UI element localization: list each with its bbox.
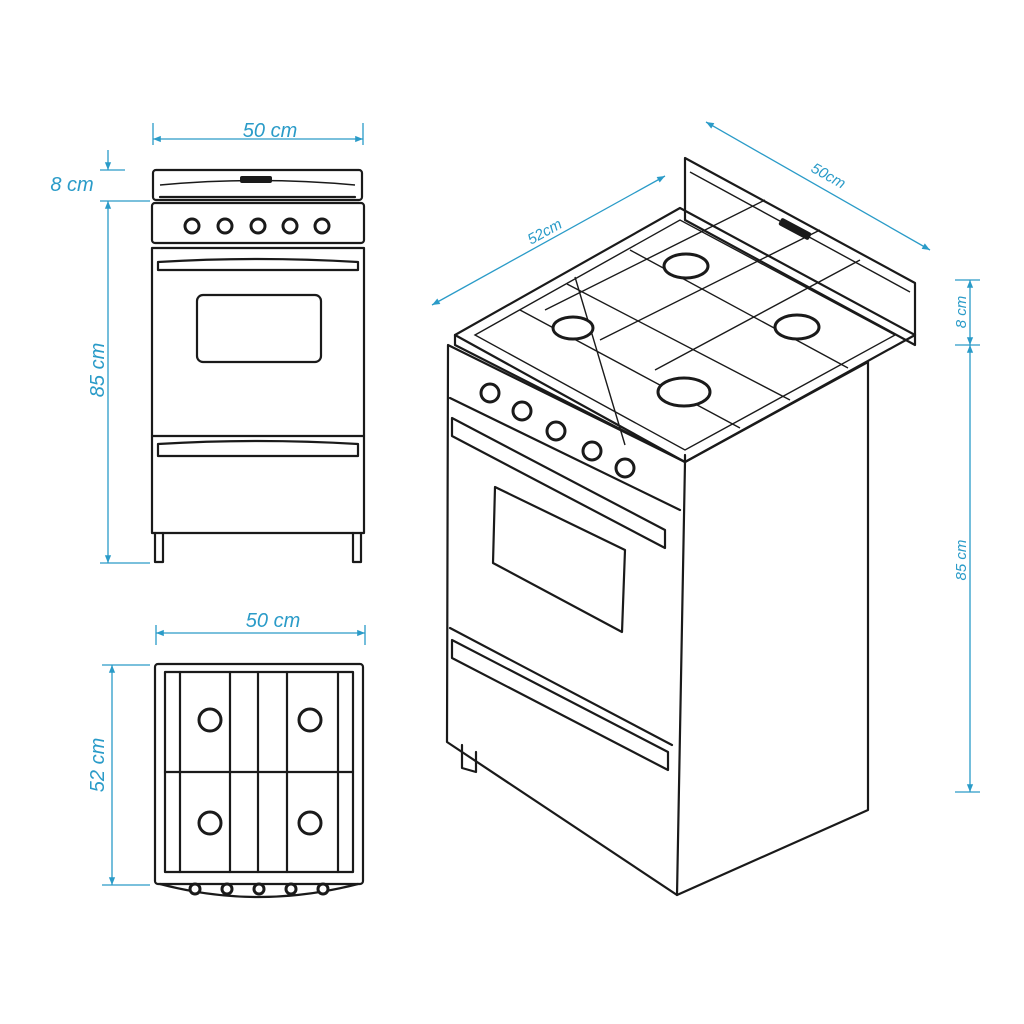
perspective-body-height-label: 85 cm bbox=[953, 540, 970, 581]
top-width-label: 50 cm bbox=[246, 610, 300, 632]
control-knobs bbox=[183, 217, 331, 235]
front-body-height-label: 85 cm bbox=[87, 343, 109, 397]
perspective-view bbox=[445, 156, 917, 897]
perspective-width-label: 50cm bbox=[808, 160, 848, 193]
perspective-depth-label: 52cm bbox=[525, 216, 565, 249]
front-top-height-label: 8 cm bbox=[50, 174, 93, 196]
front-dimensions: 50 cm 8 cm 85 cm bbox=[50, 120, 364, 564]
front-view bbox=[150, 168, 366, 564]
front-width-label: 50 cm bbox=[243, 120, 297, 142]
top-view-knobs bbox=[188, 882, 330, 896]
perspective-knobs bbox=[479, 382, 636, 479]
perspective-top-height-label: 8 cm bbox=[953, 296, 970, 329]
top-depth-label: 52 cm bbox=[87, 738, 109, 792]
top-view bbox=[153, 662, 365, 899]
top-dimensions: 50 cm 52 cm bbox=[87, 610, 366, 886]
brand-logo bbox=[240, 176, 272, 183]
